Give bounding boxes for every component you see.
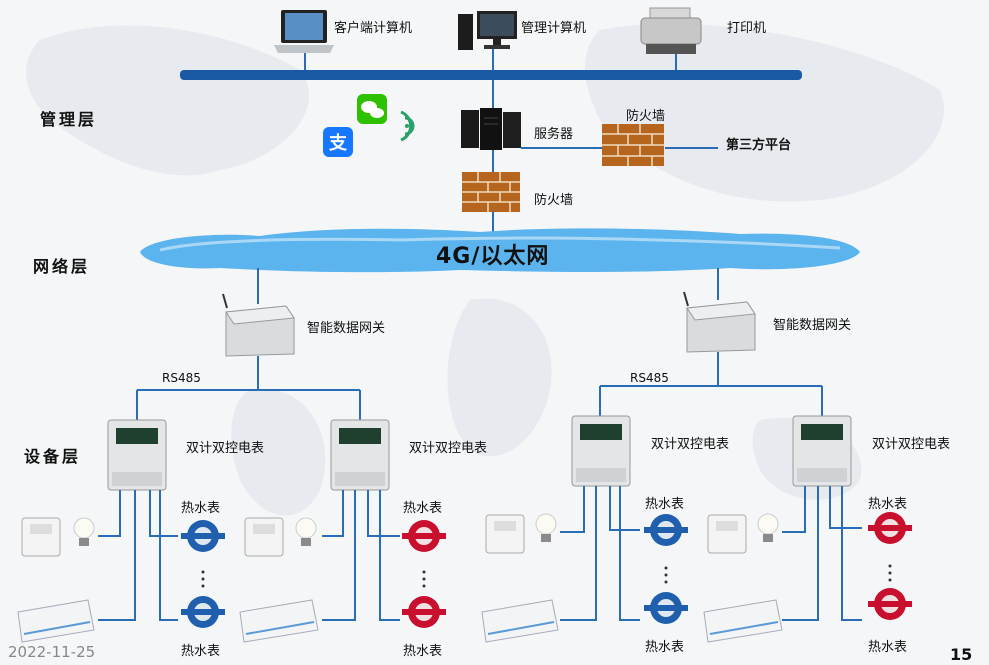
firewall-center-label: 防火墙 (534, 193, 574, 208)
server-label: 服务器 (534, 127, 574, 142)
electric-meter-icon (571, 415, 631, 487)
electric-meter-icon (330, 419, 390, 491)
gateway-icon (683, 291, 756, 353)
printer-label: 打印机 (727, 21, 767, 36)
socket-icon (244, 517, 284, 557)
air-conditioner-icon (703, 599, 783, 643)
socket-icon (485, 514, 525, 554)
air-conditioner-icon (481, 599, 559, 643)
svg-text:支: 支 (328, 132, 348, 154)
page-number: 15 (950, 645, 973, 664)
bulb-icon (535, 513, 557, 542)
firewall-icon (462, 172, 520, 212)
mgmt-pc-label: 管理计算机 (521, 21, 587, 36)
bulb-icon (295, 517, 317, 546)
firewall-right-label: 防火墙 (626, 109, 666, 124)
device-layer-label: 设备层 (24, 447, 82, 466)
water-meter-label: 热水表 (403, 644, 443, 659)
water-meter-label: 热水表 (868, 497, 908, 512)
management-layer-label: 管理层 (40, 110, 98, 129)
electric-meter-icon (792, 415, 852, 487)
meter-label: 双计双控电表 (872, 437, 951, 452)
water-meter-icon (644, 592, 688, 624)
client-pc-label: 客户端计算机 (334, 21, 413, 36)
water-meter-label: 热水表 (403, 501, 443, 516)
water-meter-icon (402, 520, 446, 552)
alipay-icon: 支 (323, 127, 353, 157)
water-meter-label: 热水表 (181, 644, 221, 659)
water-meter-label: 热水表 (645, 640, 685, 655)
water-meter-icon (644, 514, 688, 546)
third-party-label: 第三方平台 (726, 138, 792, 153)
footer-date: 2022-11-25 (8, 643, 96, 661)
water-meter-icon (181, 596, 225, 628)
water-meter-icon (868, 512, 912, 544)
bulb-icon (73, 517, 95, 546)
air-conditioner-icon (17, 599, 95, 643)
bulb-icon (757, 513, 779, 542)
water-meter-label: 热水表 (868, 640, 908, 655)
water-meter-icon (402, 596, 446, 628)
laptop-icon (274, 10, 334, 53)
meter-label: 双计双控电表 (651, 437, 730, 452)
firewall-icon (602, 124, 664, 166)
socket-icon (21, 517, 61, 557)
wechat-icon (357, 94, 387, 124)
socket-icon (707, 514, 747, 554)
bus-left-label: RS485 (162, 371, 201, 385)
cloud-icon (140, 228, 860, 273)
network-layer-label: 网络层 (33, 257, 91, 276)
gateway-left-label: 智能数据网关 (307, 321, 386, 336)
desktop-icon (458, 11, 517, 50)
bus-right-label: RS485 (630, 371, 669, 385)
top-bus (180, 70, 802, 80)
gateway-icon (222, 293, 295, 357)
server-icon (461, 108, 521, 150)
air-conditioner-icon (239, 599, 319, 643)
water-meter-label: 热水表 (181, 501, 221, 516)
meter-label: 双计双控电表 (409, 441, 488, 456)
wifi-icon (400, 110, 415, 142)
water-meter-icon (181, 520, 225, 552)
water-meter-icon (868, 588, 912, 620)
printer-icon (640, 7, 702, 54)
network-cloud-label: 4G/以太网 (436, 244, 550, 269)
gateway-right-label: 智能数据网关 (773, 318, 852, 333)
ellipsis-dots (201, 564, 892, 588)
meter-label: 双计双控电表 (186, 441, 265, 456)
electric-meter-icon (107, 419, 167, 491)
water-meter-label: 热水表 (645, 497, 685, 512)
